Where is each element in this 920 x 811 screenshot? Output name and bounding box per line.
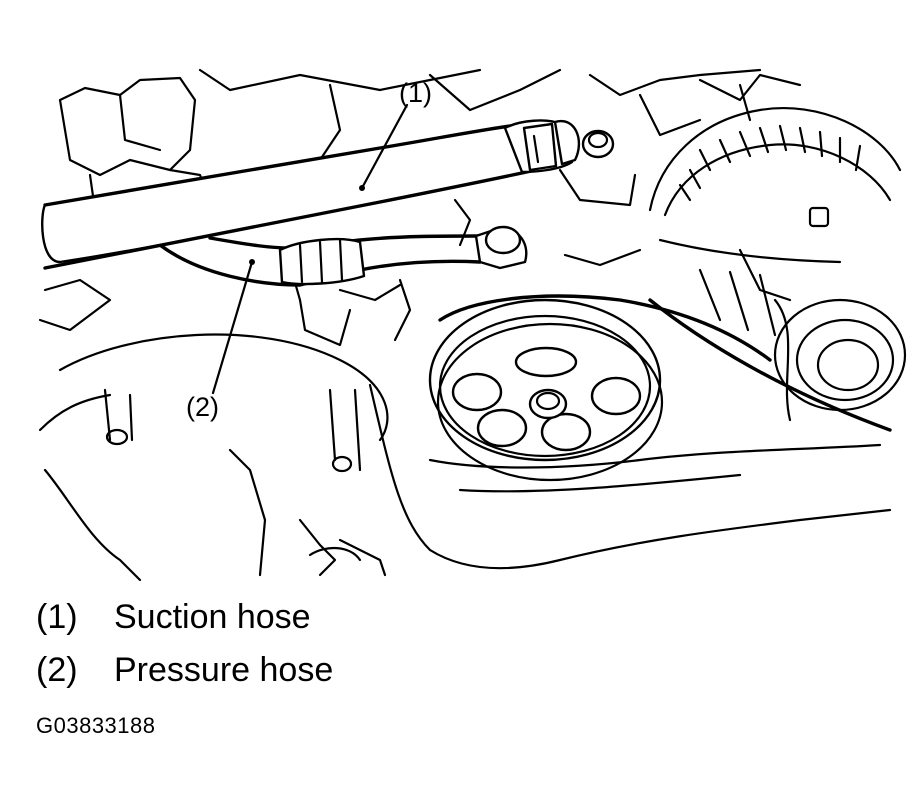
pump-pulley: [428, 298, 664, 482]
legend-label: Suction hose: [114, 598, 311, 636]
alternator: [648, 106, 907, 422]
callout-leaders: [211, 103, 409, 395]
callout-suction-hose: (1): [399, 78, 432, 108]
pressure-hose: [158, 225, 528, 287]
legend: (1) Suction hose (2) Pressure hose: [36, 598, 333, 704]
callout-pressure-hose: (2): [186, 392, 219, 422]
legend-number: (1): [36, 598, 78, 636]
legend-number: (2): [36, 651, 78, 689]
suction-hose: [41, 119, 615, 270]
legend-item-suction-hose: (1) Suction hose: [36, 598, 333, 651]
figure-id: G03833188: [36, 713, 156, 738]
legend-label: Pressure hose: [114, 651, 334, 689]
drive-belt: [438, 294, 892, 432]
legend-item-pressure-hose: (2) Pressure hose: [36, 651, 333, 704]
engine-bay-illustration: [38, 68, 907, 582]
